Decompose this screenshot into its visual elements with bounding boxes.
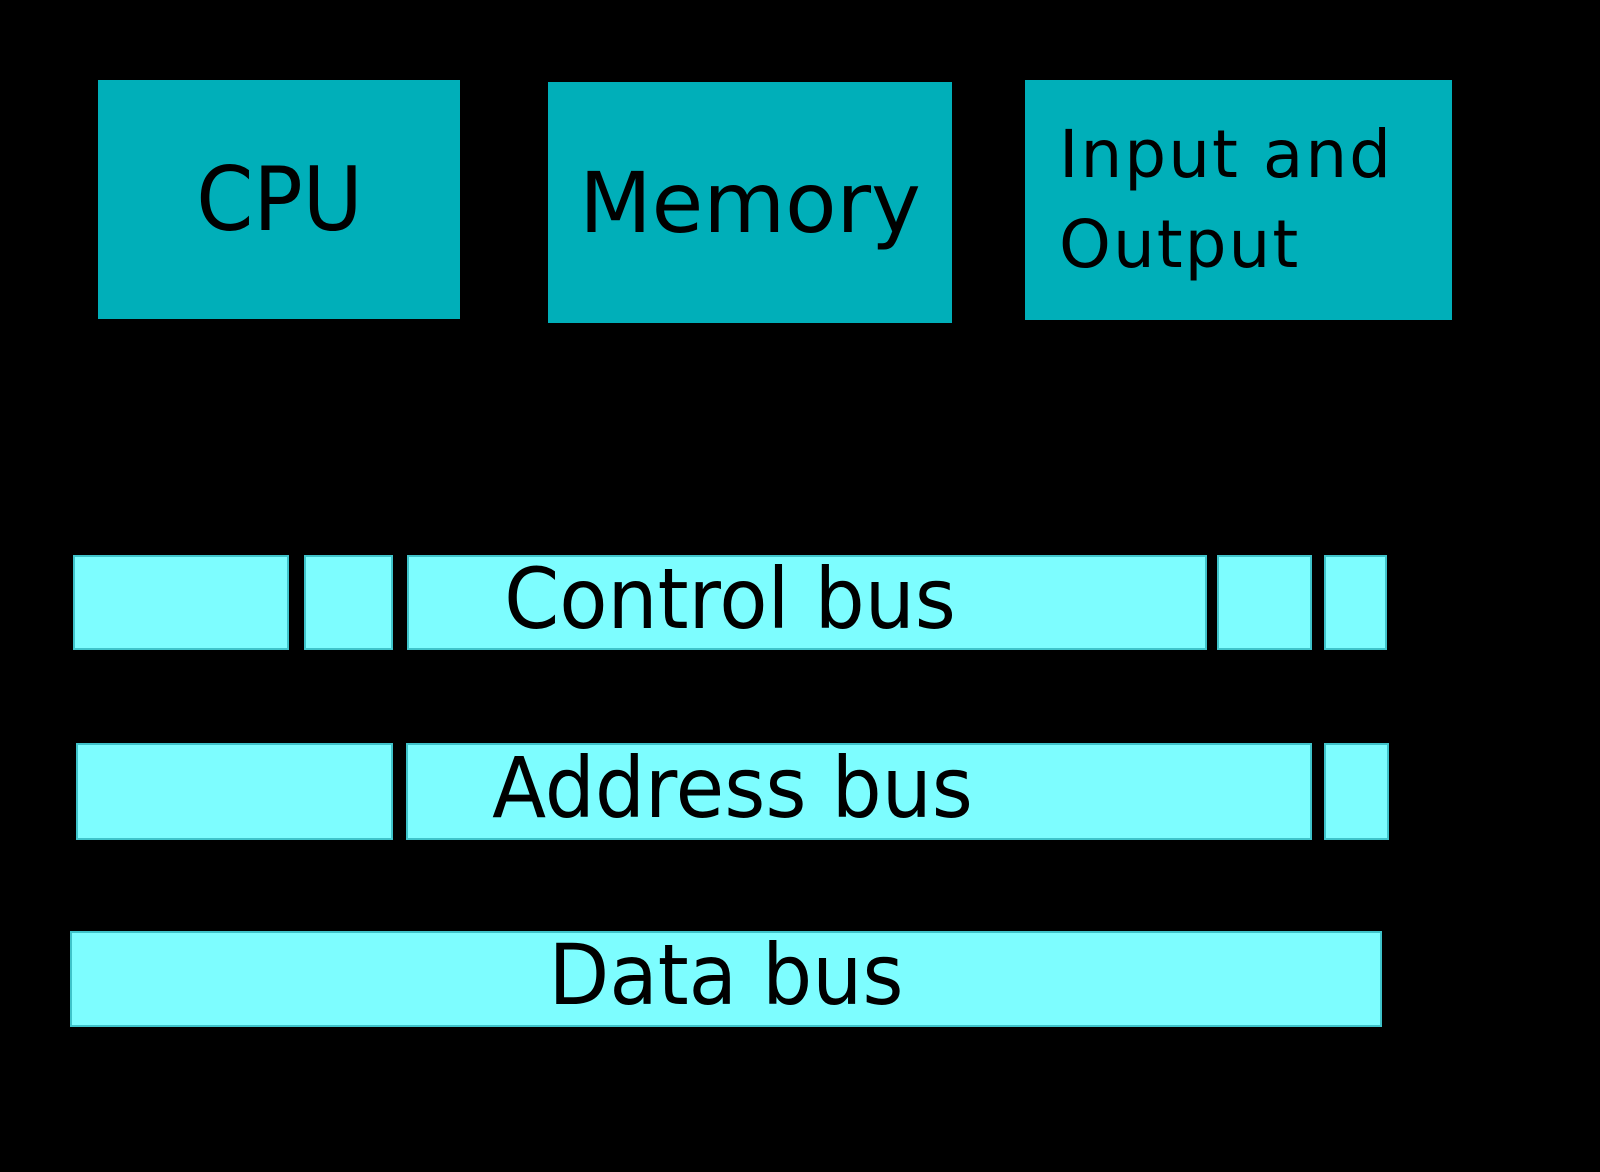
address-bus-bar: Address bus [76, 739, 1389, 840]
address-bus-segment [76, 743, 393, 840]
data-bus-label: Data bus [548, 926, 904, 1025]
control-bus-segment [1324, 555, 1387, 650]
data-bus-bar: Data bus [70, 926, 1382, 1027]
memory-box: Memory [548, 82, 952, 323]
address-bus-label: Address bus [492, 738, 973, 837]
cpu-label: CPU [195, 148, 363, 251]
control-bus-label: Control bus [504, 549, 956, 648]
data-bus-segment [70, 931, 1382, 1027]
memory-label: Memory [579, 153, 921, 252]
address-bus-segment [1324, 743, 1389, 840]
control-bus-bar: Control bus [73, 550, 1387, 650]
address-bus-segment [406, 743, 1312, 840]
input-output-box: Input and Output [1025, 80, 1452, 320]
control-bus-segment [304, 555, 393, 650]
control-bus-segment [407, 555, 1207, 650]
cpu-box: CPU [98, 80, 460, 319]
input-output-label: Input and Output [1059, 116, 1394, 283]
control-bus-segment [1217, 555, 1312, 650]
control-bus-segment [73, 555, 289, 650]
